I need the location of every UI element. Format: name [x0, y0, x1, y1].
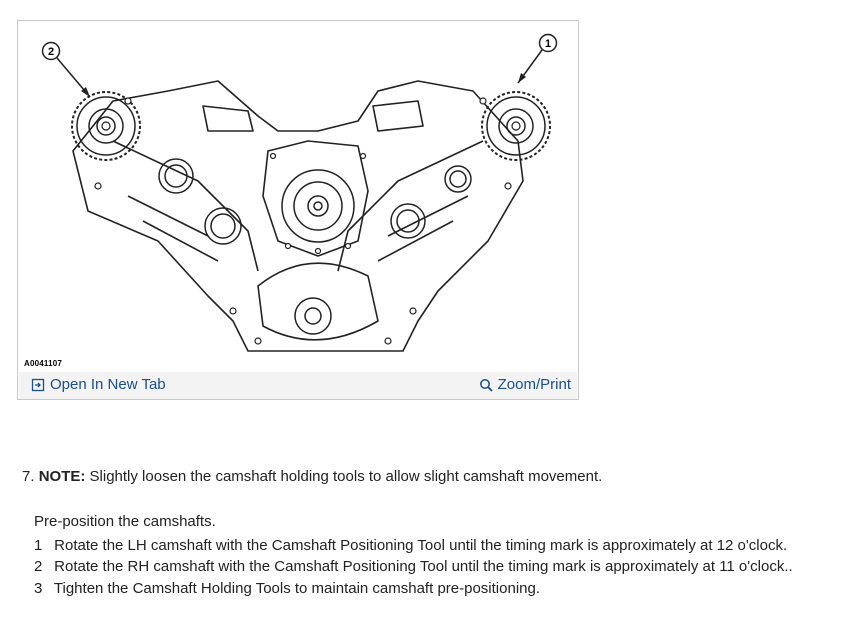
list-item: 2 Rotate the RH camshaft with the Camsha…	[34, 558, 793, 575]
callout-1: 1	[517, 33, 558, 84]
callout-1-label: 1	[545, 38, 551, 50]
list-item-text: Tighten the Camshaft Holding Tools to ma…	[53, 580, 540, 597]
figure-id: A0041107	[24, 359, 63, 368]
open-in-new-tab-link[interactable]: Open In New Tab	[31, 376, 166, 393]
note-text: Slightly loosen the camshaft holding too…	[85, 468, 603, 485]
figure-toolbar: Open In New Tab Zoom/Print	[19, 372, 577, 399]
step-intro: Pre-position the camshafts.	[34, 513, 216, 530]
magnifier-icon	[479, 378, 493, 392]
note-label: NOTE:	[38, 468, 86, 485]
step-number: 7.	[22, 468, 35, 485]
callout-2: 2	[41, 41, 91, 98]
open-in-new-tab-label: Open In New Tab	[50, 376, 166, 393]
callout-2-label: 2	[48, 46, 54, 58]
engine-figure: 2 1 A0041107 Open In New Tab Zoom/Print	[17, 20, 579, 400]
list-item-number: 1	[34, 537, 43, 554]
zoom-print-link[interactable]: Zoom/Print	[479, 376, 571, 393]
list-item-text: Rotate the RH camshaft with the Camshaft…	[54, 558, 793, 575]
list-item-number: 3	[34, 580, 43, 597]
open-new-tab-icon	[31, 378, 45, 391]
zoom-print-label: Zoom/Print	[497, 376, 571, 393]
step-7-note: 7. NOTE: Slightly loosen the camshaft ho…	[22, 468, 602, 485]
list-item: 3 Tighten the Camshaft Holding Tools to …	[34, 580, 540, 597]
list-item-number: 2	[34, 558, 43, 575]
list-item: 1 Rotate the LH camshaft with the Camsha…	[34, 537, 787, 554]
list-item-text: Rotate the LH camshaft with the Camshaft…	[54, 537, 788, 554]
engine-front-diagram: 2 1	[41, 33, 558, 352]
